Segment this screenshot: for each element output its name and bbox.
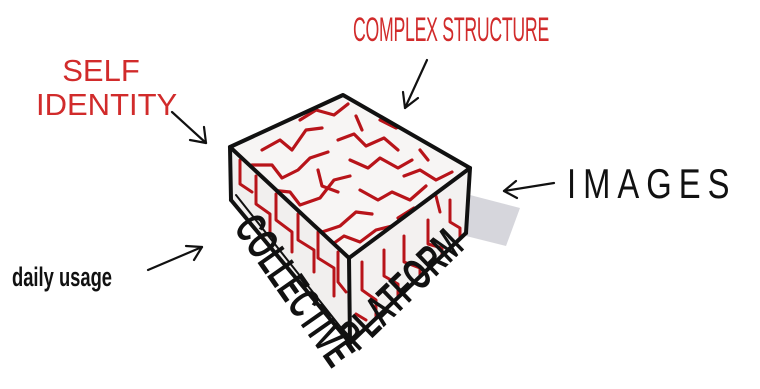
arrow-icon [403, 60, 427, 108]
label-self-identity: SELF IDENTITY [36, 54, 166, 122]
arrow-icon [172, 112, 206, 143]
label-daily-usage: daily usage [12, 264, 112, 291]
label-self-identity-line1: SELF [36, 54, 166, 88]
label-complex-structure: COMPLEX STRUCTURE [353, 13, 549, 47]
cube-shadow [466, 195, 520, 246]
label-images: IMAGES [567, 163, 737, 205]
arrow-icon [504, 181, 554, 198]
label-self-identity-line2: IDENTITY [36, 88, 166, 122]
arrow-icon [148, 246, 202, 270]
